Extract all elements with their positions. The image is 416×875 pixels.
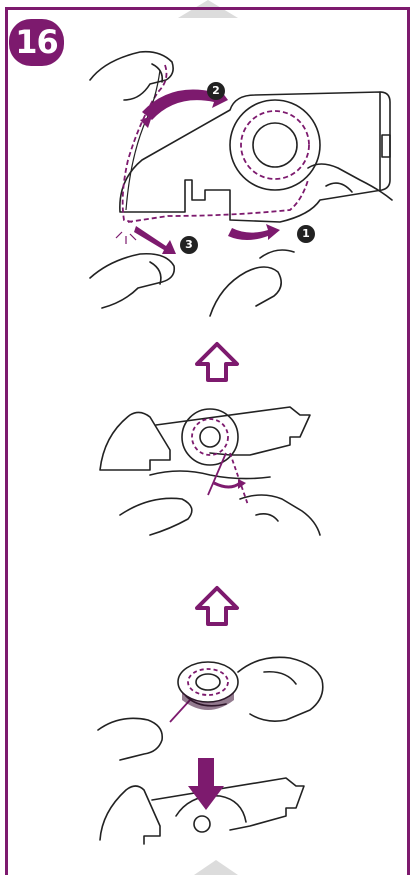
up-arrow-icon <box>193 584 241 628</box>
callout-3: 3 <box>180 236 198 254</box>
callout-1: 1 <box>297 225 315 243</box>
bottom-page-tab <box>194 860 238 875</box>
up-arrow-icon <box>193 340 241 384</box>
bobbin-insertion-illustration <box>90 395 330 555</box>
step-number-badge: 16 <box>9 19 64 66</box>
bobbin-placement-illustration <box>90 640 330 850</box>
down-arrow-icon <box>188 758 224 810</box>
threading-illustration <box>80 40 400 320</box>
callout-2: 2 <box>207 82 225 100</box>
